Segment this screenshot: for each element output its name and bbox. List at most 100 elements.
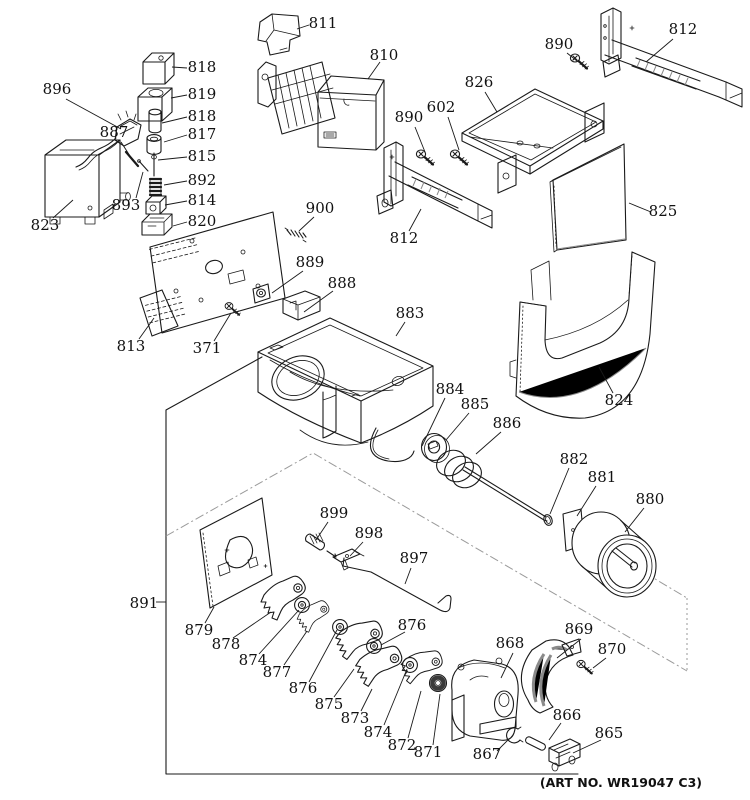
part-label-889-25: 889 <box>296 253 325 271</box>
part-812-bracket-top-right <box>600 7 743 108</box>
leader-line-874-43 <box>383 668 408 726</box>
part-890-screw-left <box>415 148 436 167</box>
leader-line-815-8 <box>157 156 188 161</box>
part-label-874-37: 874 <box>239 651 268 669</box>
leader-line-865-50 <box>572 739 602 754</box>
part-label-815-8: 815 <box>188 147 217 165</box>
part-label-899-52: 899 <box>320 504 349 522</box>
part-826-shelf-frame <box>461 88 605 194</box>
part-899-spring <box>305 532 337 558</box>
part-label-811-12: 811 <box>309 14 338 32</box>
perspective-guide-lines <box>165 452 688 672</box>
leader-line-876-41 <box>380 631 406 646</box>
part-887-pin <box>124 150 140 168</box>
part-879-cam-plate <box>199 497 273 609</box>
part-823-motor-box <box>44 139 131 225</box>
part-874-washer-a <box>294 597 310 613</box>
leader-line-893-3 <box>135 171 144 199</box>
part-label-880-33: 880 <box>636 490 665 508</box>
part-815-needle <box>151 152 157 177</box>
part-label-876-39: 876 <box>289 679 318 697</box>
part-label-870-48: 870 <box>598 640 627 658</box>
part-label-812-18: 812 <box>669 20 698 38</box>
leader-line-866-49 <box>548 722 562 741</box>
leader-line-888-26 <box>303 290 334 313</box>
part-label-878-36: 878 <box>212 635 241 653</box>
leader-line-877-38 <box>283 630 308 666</box>
part-label-900-24: 900 <box>306 199 335 217</box>
part-824-curved-panel <box>509 251 656 419</box>
leader-line-899-52 <box>315 521 329 541</box>
part-label-890-17: 890 <box>545 35 574 53</box>
part-label-876-41: 876 <box>398 616 427 634</box>
part-889-grommet <box>252 283 271 304</box>
part-label-813-22: 813 <box>117 337 146 355</box>
leader-line-884-28 <box>421 397 446 447</box>
leader-line-883-27 <box>395 321 406 337</box>
part-882-o-ring <box>543 514 553 526</box>
part-900-spring-pin <box>284 227 307 243</box>
part-label-893-3: 893 <box>112 196 141 214</box>
leader-line-826-16 <box>484 91 498 113</box>
leader-line-881-32 <box>576 485 597 517</box>
part-label-873-42: 873 <box>341 709 370 727</box>
leader-line-810-13 <box>367 61 381 80</box>
leader-line-875-40 <box>333 668 355 698</box>
part-label-896-0: 896 <box>43 80 72 98</box>
leader-line-890-14 <box>414 126 426 153</box>
part-810-icemaker-assembly <box>257 61 385 151</box>
part-label-885-29: 885 <box>461 395 490 413</box>
leader-line-602-15 <box>447 116 460 151</box>
part-812-bracket-center <box>376 141 493 229</box>
part-871-bushing <box>428 673 448 693</box>
part-label-823-2: 823 <box>31 216 60 234</box>
part-818-cube-upper <box>142 52 175 85</box>
part-371-screw <box>224 301 242 317</box>
part-label-865-50: 865 <box>595 724 624 742</box>
part-label-872-44: 872 <box>388 736 417 754</box>
part-label-888-26: 888 <box>328 274 357 292</box>
leader-line-870-48 <box>592 657 607 669</box>
part-817-cup <box>146 134 162 155</box>
part-892-spring <box>148 177 163 197</box>
part-877-cam <box>296 600 330 633</box>
leader-line-890-17 <box>566 52 578 62</box>
part-label-877-38: 877 <box>263 663 292 681</box>
part-886-auger <box>436 449 548 522</box>
part-890-screw-right <box>569 52 590 71</box>
part-label-812-21: 812 <box>390 229 419 247</box>
part-label-891-34: 891 <box>130 594 159 612</box>
part-label-886-30: 886 <box>493 414 522 432</box>
part-label-602-15: 602 <box>427 98 456 116</box>
leader-line-878-36 <box>232 611 272 639</box>
part-label-897-54: 897 <box>400 549 429 567</box>
part-label-887-1: 887 <box>100 123 129 141</box>
part-label-371-23: 371 <box>193 339 222 357</box>
part-label-898-53: 898 <box>355 524 384 542</box>
part-label-818-4: 818 <box>188 58 217 76</box>
part-884-wire-form <box>369 427 415 463</box>
part-888-clip <box>282 290 321 321</box>
leader-line-813-22 <box>138 317 155 340</box>
part-label-883-27: 883 <box>396 304 425 322</box>
leader-line-871-45 <box>432 693 441 746</box>
part-label-884-28: 884 <box>436 380 465 398</box>
part-866-pin <box>525 736 546 751</box>
part-label-890-14: 890 <box>395 108 424 126</box>
leader-line-818-6 <box>161 116 188 124</box>
part-867-c-clip <box>506 726 524 744</box>
leader-line-874-37 <box>258 609 300 655</box>
part-label-817-7: 817 <box>188 125 217 143</box>
part-label-874-43: 874 <box>364 723 393 741</box>
part-label-820-11: 820 <box>188 212 217 230</box>
part-869-ribbed-bracket <box>520 638 582 714</box>
part-873-cam <box>351 639 405 692</box>
leader-line-876-39 <box>308 629 338 683</box>
leader-line-823-2 <box>52 199 74 219</box>
leader-line-825-19 <box>628 202 652 213</box>
leader-line-811-12 <box>296 24 310 30</box>
part-label-824-20: 824 <box>605 391 634 409</box>
part-label-814-10: 814 <box>188 191 217 209</box>
part-label-810-13: 810 <box>370 46 399 64</box>
